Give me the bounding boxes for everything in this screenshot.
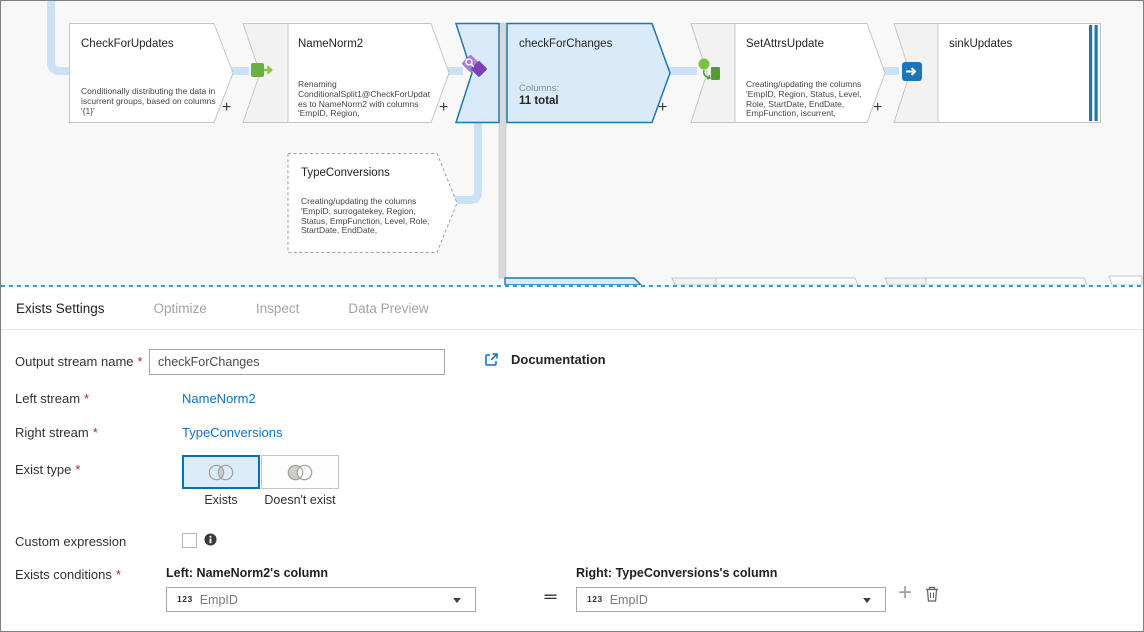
partial-nodes-row [504,275,1143,285]
exists-conditions-label: Exists conditions* [15,567,121,582]
output-stream-name-input[interactable] [149,349,445,375]
integer-type-icon: 123 [587,593,603,604]
right-stream-link[interactable]: TypeConversions [182,425,283,440]
node-columns-label: Columns: [519,83,560,94]
exist-type-label: Exist type* [15,462,80,477]
sink-stripe [1094,25,1098,121]
node-shape-sinkupdates[interactable] [937,23,1101,123]
derived-column-icon [698,58,720,80]
settings-panel: Exists Settings Optimize Inspect Data Pr… [1,287,1143,631]
equality-operator: == [544,590,557,604]
panel-tabs: Exists Settings Optimize Inspect Data Pr… [1,287,1143,330]
tab-inspect[interactable]: Inspect [255,300,300,316]
exist-type-doesnt-exist-button[interactable] [261,455,339,489]
tab-data-preview[interactable]: Data Preview [348,300,429,316]
dataflow-canvas[interactable]: CheckForUpdates Conditionally distributi… [1,1,1143,285]
node-shape-setattrsupdate[interactable] [734,23,886,123]
left-column-header: Left: NameNorm2's column [166,566,329,580]
node-shape-checkforchanges[interactable] [506,22,671,124]
node-desc-typeconversions: Creating/updating the columns 'EmpID, su… [301,197,430,236]
sink-stripe [1089,25,1093,121]
info-icon[interactable] [204,533,217,551]
required-marker: * [92,425,98,440]
node-desc-setattrsupdate: Creating/updating the columns 'EmpID, Re… [746,80,862,119]
add-condition-button[interactable]: + [898,579,913,606]
node-shape-namenorm2[interactable] [287,23,450,123]
venn-difference-icon [287,464,313,480]
integer-type-icon: 123 [177,593,193,604]
chevron-down-icon [453,598,461,603]
sink-icon [902,62,922,81]
left-column-value: EmpID [199,592,238,607]
node-title-checkforchanges: checkForChanges [519,38,613,50]
label-text: Left stream [15,391,81,406]
tab-optimize[interactable]: Optimize [153,300,207,316]
panel-resize-divider[interactable] [1,285,1143,287]
right-column-value: EmpID [609,592,648,607]
right-stream-label: Right stream* [15,425,98,440]
required-marker: * [75,462,81,477]
right-column-header: Right: TypeConversions's column [576,566,778,580]
node-desc-namenorm2: Renaming ConditionalSplit1@CheckForUpdat… [298,80,430,119]
label-text: Right stream [15,425,89,440]
node-icon-section-namenorm2[interactable] [242,23,289,123]
custom-expression-label: Custom expression [15,534,127,549]
node-title-namenorm2: NameNorm2 [298,38,364,50]
select-transformation-icon [251,63,273,77]
output-stream-name-label: Output stream name* [15,354,143,369]
right-column-dropdown[interactable]: 123 EmpID [576,587,886,612]
add-transformation-button[interactable]: + [658,99,668,116]
node-title-setattrsupdate: SetAttrsUpdate [746,38,824,50]
add-transformation-button[interactable]: + [439,99,449,116]
node-desc-checkforupdates: Conditionally distributing the data in i… [81,87,216,116]
required-marker: * [137,354,143,369]
delete-condition-button[interactable] [925,586,939,607]
lane-divider [498,22,507,279]
left-stream-label: Left stream* [15,391,89,406]
tab-exists-settings[interactable]: Exists Settings [16,300,105,316]
node-title-sinkupdates: sinkUpdates [949,38,1013,50]
dataflow-graph [47,1,1143,285]
left-column-dropdown[interactable]: 123 EmpID [166,587,476,612]
exists-option-caption: Exists [204,493,238,507]
label-text: Exist type [15,462,72,477]
node-columns-count: 11 total [519,95,559,107]
external-link-icon [485,353,498,366]
add-transformation-button[interactable]: + [873,99,883,116]
required-marker: * [84,391,90,406]
label-text: Output stream name [15,354,134,369]
exists-transformation-icon [461,54,487,77]
node-title-typeconversions: TypeConversions [301,167,390,179]
chevron-down-icon [863,598,871,603]
venn-intersection-icon [208,464,234,480]
node-shape-typeconversions[interactable] [287,153,458,253]
doesnt-exist-option-caption: Doesn't exist [264,493,336,507]
node-title-checkforupdates: CheckForUpdates [81,38,174,50]
node-shape-checkforupdates[interactable] [69,23,234,123]
documentation-label: Documentation [511,352,606,367]
left-stream-link[interactable]: NameNorm2 [182,391,256,406]
required-marker: * [115,567,121,582]
label-text: Exists conditions [15,567,112,582]
documentation-link[interactable]: Documentation [484,352,606,367]
trash-icon [926,586,938,602]
custom-expression-checkbox[interactable] [182,533,197,548]
add-transformation-button[interactable]: + [222,99,232,116]
exist-type-exists-button[interactable] [182,455,260,489]
